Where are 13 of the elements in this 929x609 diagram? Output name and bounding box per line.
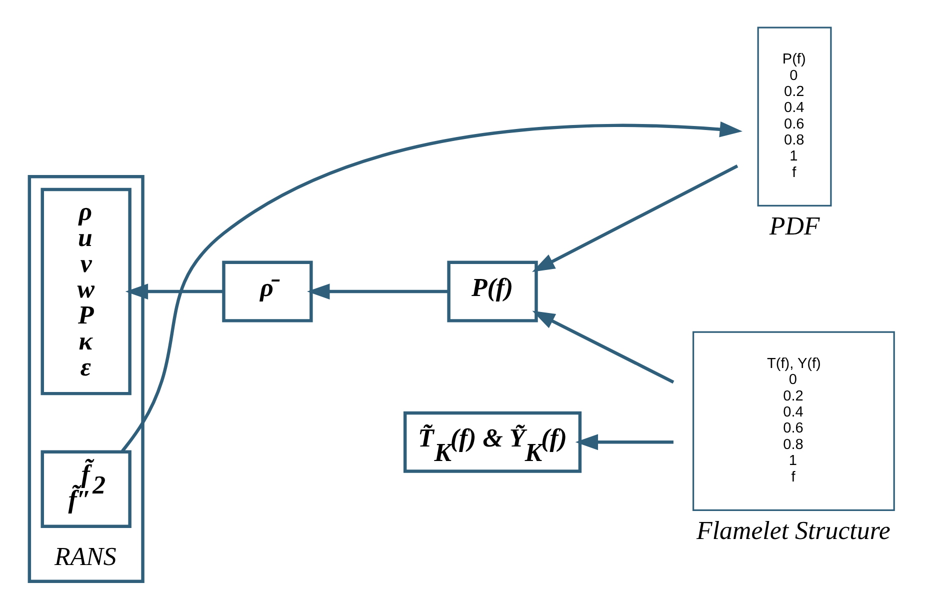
arrow xyxy=(124,284,224,300)
arrow xyxy=(120,121,742,452)
arrow xyxy=(532,310,674,384)
node-box: ρ̄ xyxy=(222,260,312,322)
node-label: Flamelet Structure xyxy=(696,516,890,545)
node-label: PDF xyxy=(768,212,820,241)
node-box: P(f) xyxy=(446,260,538,322)
node-box: T(f), Y(f) 0 0.2 0.4 0.6 0.8 1 f xyxy=(692,331,894,511)
node-box: P(f) 0 0.2 0.4 0.6 0.8 1 f xyxy=(756,26,832,207)
node-box: ρ u v w P κ ε xyxy=(40,188,131,396)
arrow xyxy=(306,284,448,300)
arrow xyxy=(574,434,673,450)
arrow xyxy=(532,164,738,272)
